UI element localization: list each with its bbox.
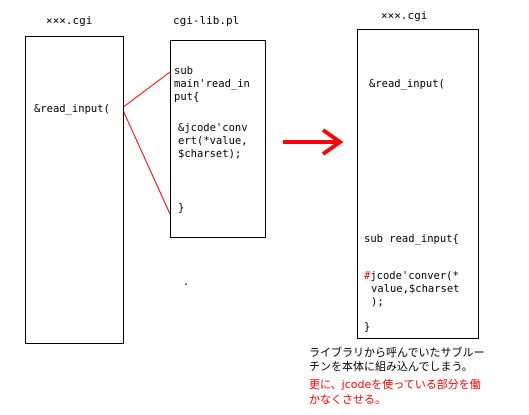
arrow-head	[321, 128, 344, 156]
note-red-line-2: かなくさせる。	[309, 393, 386, 406]
middle-line-2: main'read_in	[174, 78, 250, 90]
middle-line-5: ert(*value,	[178, 135, 248, 147]
middle-box-title: cgi-lib.pl	[173, 14, 240, 27]
middle-line-1: sub	[174, 65, 193, 77]
right-jcode-line-1: #jcode'conver(*	[364, 270, 459, 283]
connector-line-top	[121, 71, 171, 109]
connector-line-bottom	[121, 107, 171, 215]
middle-line-3: put{	[174, 91, 200, 103]
left-box-title: ×××.cgi	[46, 14, 93, 27]
middle-line-6: $charset);	[178, 148, 242, 160]
left-box-code: &read_input(	[34, 103, 110, 115]
middle-line-7: }	[178, 202, 185, 214]
stray-dot: .	[183, 276, 190, 288]
left-box: &read_input(	[25, 36, 124, 344]
right-call-line: &read_input(	[369, 78, 445, 90]
note-red-line-1: 更に、jcodeを使っている部分を働	[309, 378, 481, 391]
right-jcode-line-3: );	[371, 296, 384, 308]
right-sub-decl: sub read_input{	[364, 233, 459, 245]
note-line-2: チンを本体に組み込んでしまう。	[309, 360, 473, 373]
middle-line-4: &jcode'conv	[178, 122, 248, 134]
commented-out-hash: #	[364, 270, 371, 282]
right-box-title: ×××.cgi	[381, 9, 428, 22]
middle-box: sub main'read_in put{ &jcode'conv ert(*v…	[170, 40, 266, 238]
right-box: &read_input( sub read_input{ #jcode'conv…	[357, 29, 479, 339]
right-close-brace: }	[364, 321, 371, 333]
right-jcode-text-1: jcode'conver(*	[370, 270, 459, 282]
note-line-1: ライブラリから呼んでいたサブルー	[309, 346, 485, 359]
right-jcode-line-2: value,$charset	[371, 283, 460, 295]
